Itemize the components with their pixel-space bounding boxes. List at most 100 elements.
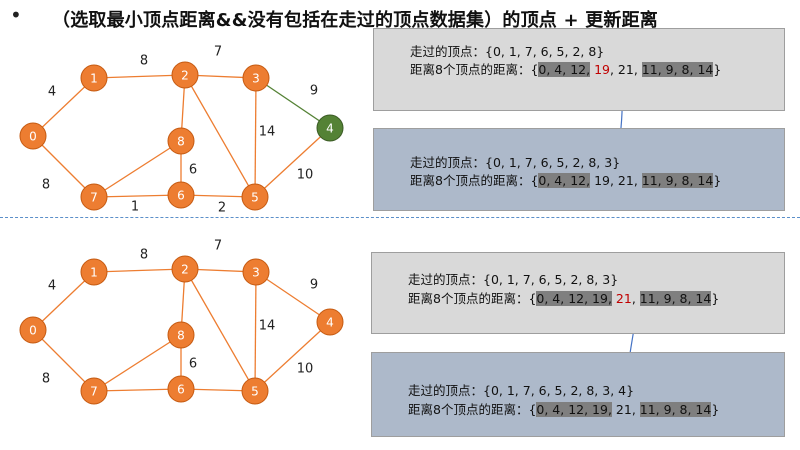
distance-segments: 0, 4, 12, 19, 21, 11, 9, 8, 14 [536, 291, 712, 306]
highlighted-distances: 0, 4, 12, 19, [536, 291, 612, 306]
graph-edge [93, 140, 182, 198]
graph-node [171, 255, 199, 283]
highlighted-distances: 11, 9, 8, 14 [639, 291, 712, 306]
graph-edge [32, 271, 95, 331]
graph-node-label: 4 [326, 316, 334, 330]
graph-edge [32, 329, 95, 392]
graph-edge [184, 74, 256, 198]
edge-weight-label: 7 [214, 45, 222, 60]
highlighted-distances: 0, 4, 12, 19, [536, 402, 612, 417]
visited-set-text: 走过的顶点：{0, 1, 7, 6, 5, 2, 8, 3} [408, 272, 619, 287]
graph-node-label: 8 [177, 329, 185, 343]
graph-edge [254, 127, 331, 198]
graph-edge [93, 334, 182, 392]
distance-prefix: 距离8个顶点的距离：{ [408, 402, 537, 417]
edge-weight-label: 4 [48, 279, 56, 294]
graph-node-label: 3 [252, 266, 260, 280]
distance-segments: 0, 4, 12, 19, 21, 11, 9, 8, 14 [538, 62, 714, 77]
graph-node-label: 7 [90, 385, 98, 399]
graph-node-label: 8 [177, 135, 185, 149]
graph-node-label: 5 [251, 385, 259, 399]
highlighted-distances: 11, 9, 8, 14 [641, 62, 714, 77]
graph-node [19, 122, 47, 150]
graph-node-label: 2 [181, 69, 189, 83]
graph-node-label: 1 [90, 266, 98, 280]
distance-line: 距离8个顶点的距离：{0, 4, 12, 19, 21, 11, 9, 8, 1… [410, 59, 721, 78]
distance-prefix: 距离8个顶点的距离：{ [410, 173, 539, 188]
graph-node [167, 181, 195, 209]
graph-node [80, 258, 108, 286]
edge-weight-label: 1 [131, 200, 139, 215]
graph-node-label: 5 [251, 191, 259, 205]
graph-node-label: 6 [177, 189, 185, 203]
graph-edge [93, 194, 182, 198]
graph-node-label: 2 [181, 263, 189, 277]
graph-node-label: 7 [90, 191, 98, 205]
section-divider [0, 217, 800, 218]
distance-prefix: 距离8个顶点的距离：{ [410, 62, 539, 77]
edge-weight-label: 4 [48, 85, 56, 100]
edge-weight-label: 6 [189, 357, 197, 372]
graph-node-label: 3 [252, 72, 260, 86]
graph-node [242, 258, 270, 286]
edge-weight-label: 8 [140, 248, 148, 263]
state-box-2: 走过的顶点：{0, 1, 7, 6, 5, 2, 8, 3} 距离8个顶点的距离… [373, 128, 785, 211]
distance-segments: 0, 4, 12, 19, 21, 11, 9, 8, 14 [538, 173, 714, 188]
graph-edge [254, 321, 331, 392]
graph-edge [255, 77, 331, 129]
title-bullet: • [10, 3, 22, 27]
graph-node [167, 321, 195, 349]
edge-weight-label: 14 [259, 125, 276, 140]
edge-weight-label: 8 [42, 178, 50, 193]
edge-weight-label: 14 [259, 319, 276, 334]
edge-weight-label: 9 [310, 278, 318, 293]
state-box-3: 走过的顶点：{0, 1, 7, 6, 5, 2, 8, 3} 距离8个顶点的距离… [371, 252, 785, 334]
distance-text: 19, 21, [590, 173, 642, 188]
edge-weight-label: 10 [297, 362, 314, 377]
highlighted-distances: 11, 9, 8, 14 [641, 173, 714, 188]
graph-edge [254, 271, 257, 392]
distance-text: , 21, [609, 62, 642, 77]
updated-distance: 21 [615, 291, 632, 306]
graph-edge [184, 268, 256, 392]
graph-edge [254, 77, 257, 198]
graph-edge [93, 268, 186, 273]
state-box-1: 走过的顶点：{0, 1, 7, 6, 5, 2, 8} 距离8个顶点的距离：{0… [373, 28, 785, 111]
page-title: （选取最小顶点距离&&没有包括在走过的顶点数据集）的顶点 + 更新距离 [52, 10, 659, 31]
visited-set-text: 走过的顶点：{0, 1, 7, 6, 5, 2, 8, 3} [410, 155, 621, 170]
highlighted-distances: 0, 4, 12, [538, 62, 591, 77]
graph-edge [93, 388, 182, 392]
graph-node-label: 0 [29, 324, 37, 338]
edge-weight-label: 10 [297, 168, 314, 183]
graph-node [316, 308, 344, 336]
distance-line: 距离8个顶点的距离：{0, 4, 12, 19, 21, 11, 9, 8, 1… [408, 399, 719, 418]
graph-node [80, 64, 108, 92]
graph-node [241, 183, 269, 211]
graph-node-label: 1 [90, 72, 98, 86]
distance-segments: 0, 4, 12, 19, 21, 11, 9, 8, 14 [536, 402, 712, 417]
edge-weight-label: 6 [189, 163, 197, 178]
graph-node [167, 127, 195, 155]
updated-distance: 19 [594, 62, 610, 77]
state-box-4: 走过的顶点：{0, 1, 7, 6, 5, 2, 8, 3, 4} 距离8个顶点… [371, 352, 785, 437]
graph-node-label: 0 [29, 130, 37, 144]
graph-node [80, 183, 108, 211]
graph-node [316, 114, 344, 142]
distance-text: , [631, 291, 640, 306]
edge-weight-label: 2 [218, 201, 226, 216]
graph-node [167, 375, 195, 403]
graph-node [80, 377, 108, 405]
graph-edge [32, 77, 95, 137]
graph-node [241, 377, 269, 405]
distance-line: 距离8个顶点的距离：{0, 4, 12, 19, 21, 11, 9, 8, 1… [408, 288, 719, 307]
graph-edge [93, 74, 186, 79]
graph-edge [32, 135, 95, 198]
edge-weight-label: 8 [140, 54, 148, 69]
distance-prefix: 距离8个顶点的距离：{ [408, 291, 537, 306]
edge-weight-label: 7 [214, 239, 222, 254]
graph-node [19, 316, 47, 344]
visited-set-text: 走过的顶点：{0, 1, 7, 6, 5, 2, 8} [410, 44, 605, 59]
distance-suffix: } [713, 62, 722, 77]
graph-edge [255, 271, 331, 323]
